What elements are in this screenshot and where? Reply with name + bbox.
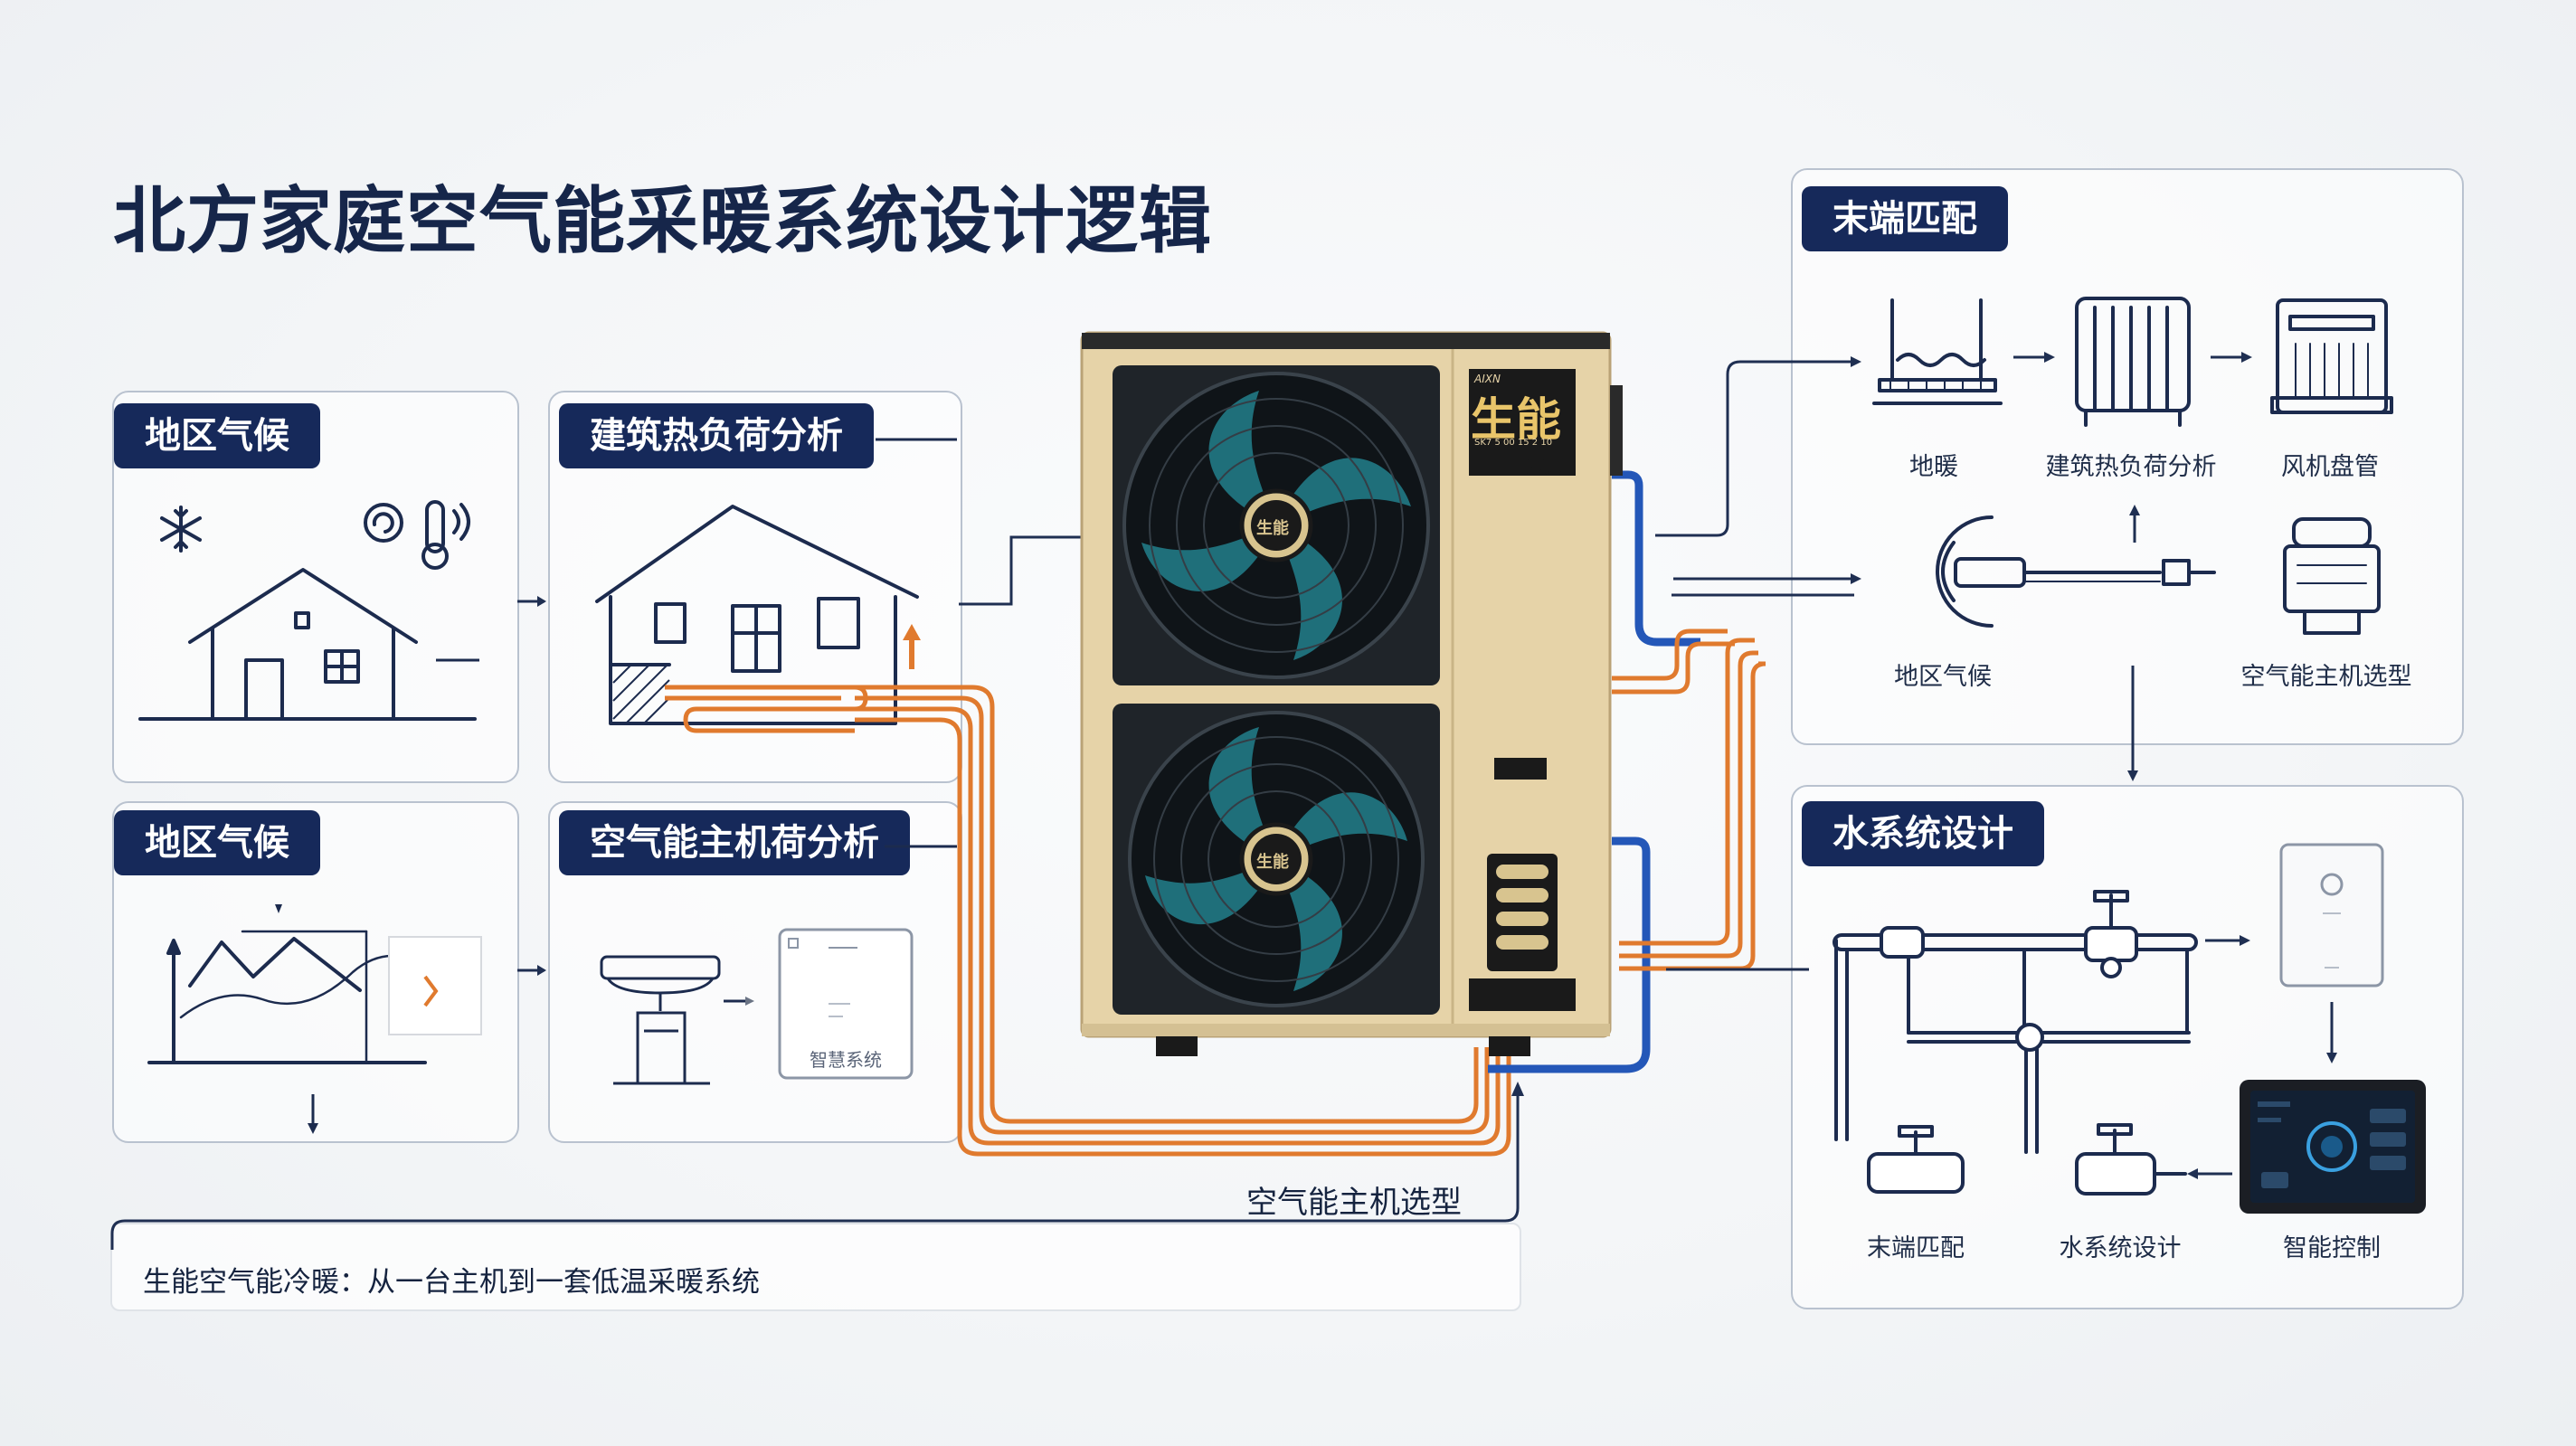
terminal-item-host-selection: 空气能主机选型 xyxy=(2240,663,2412,691)
blue-return-pipes xyxy=(1488,470,1700,1073)
wall-controller-icon xyxy=(2279,843,2384,988)
air-handler-icon xyxy=(1936,515,2216,628)
snowflake-icon xyxy=(160,506,202,553)
water-item-water-system: 水系统设计 xyxy=(2059,1234,2182,1262)
water-piping-illustration xyxy=(1833,890,2198,1196)
arrow-right-icon xyxy=(2211,352,2252,363)
arrow-up-icon xyxy=(2129,505,2140,543)
arrow-right-bottom xyxy=(517,965,546,976)
unit-brand-small: AIXN xyxy=(1474,373,1501,385)
terminal-item-building-load: 建筑热负荷分析 xyxy=(2045,453,2217,481)
floor-hatch-pattern xyxy=(612,664,670,724)
host-selection-arrow-line xyxy=(110,1082,1524,1250)
terrain-chart-illustration xyxy=(147,930,427,1064)
tag-climate-bottom: 地区气候 xyxy=(114,810,320,875)
smart-controller-label: 智慧系统 xyxy=(810,1049,882,1071)
indoor-unit-icon xyxy=(2283,517,2381,635)
smart-control-tablet-icon xyxy=(2240,1080,2426,1214)
thermometer-icon xyxy=(421,500,470,570)
arrow-right-small-icon xyxy=(724,997,754,1006)
floor-heating-icon xyxy=(1872,298,2003,405)
orange-right-pipes xyxy=(1612,628,1766,971)
host-selection-label: 空气能主机选型 xyxy=(1246,1185,1462,1221)
indoor-tank-illustration xyxy=(600,955,721,1085)
fan-top-logo: 生能 xyxy=(1256,519,1289,538)
orange-supply-pipes xyxy=(855,685,1511,1157)
radiator-icon xyxy=(2075,297,2191,427)
tag-water-system: 水系统设计 xyxy=(1802,801,2044,866)
page-title: 北方家庭空气能采暖系统设计逻辑 xyxy=(113,179,1212,263)
fan-top xyxy=(1113,365,1440,685)
connector-unit-terminal xyxy=(1655,356,1861,597)
house-illustration xyxy=(138,568,477,721)
building-section-illustration xyxy=(595,505,919,725)
panel-terminal-matching xyxy=(1791,168,2464,745)
marker-down-icon xyxy=(275,904,282,913)
unit-control-buttons xyxy=(1469,854,1576,1011)
heat-rise-arrow-icon xyxy=(903,624,921,669)
orange-chevron-card xyxy=(388,936,482,1035)
unit-model-text: SK7 5 00 15 2 10 xyxy=(1474,438,1553,448)
fan-coil-icon xyxy=(2270,298,2393,414)
water-item-smart-control: 智能控制 xyxy=(2283,1234,2381,1262)
tag-climate-top: 地区气候 xyxy=(114,403,320,468)
terminal-item-climate: 地区气候 xyxy=(1894,663,1992,691)
unit-brand-main: 生能 xyxy=(1471,393,1561,446)
tag-terminal-matching: 末端匹配 xyxy=(1802,186,2008,251)
footer-bar xyxy=(110,1223,1521,1311)
arrow-right-top xyxy=(517,596,546,607)
tag-host-analysis: 空气能主机荷分析 xyxy=(559,810,910,875)
water-item-terminal: 末端匹配 xyxy=(1867,1234,1965,1262)
smart-controller-device xyxy=(778,928,914,1080)
floor-heating-coil xyxy=(665,685,868,733)
footer-text: 生能空气能冷暖：从一台主机到一套低温采暖系统 xyxy=(143,1266,760,1299)
arrow-right-icon xyxy=(2013,352,2055,363)
fan-bottom-logo: 生能 xyxy=(1256,853,1289,872)
weather-gauge-icon xyxy=(364,503,403,543)
arrow-down-icon xyxy=(2127,666,2138,781)
arrow-down-icon xyxy=(308,1094,318,1134)
arrow-right-icon xyxy=(2205,935,2250,946)
arrow-left-icon xyxy=(2187,1168,2232,1179)
connector-building-unit xyxy=(959,535,1084,606)
terminal-item-fan-coil: 风机盘管 xyxy=(2281,453,2379,481)
terminal-item-floor-heating: 地暖 xyxy=(1909,453,1958,481)
unit-brand-sub: 夏兴 xyxy=(1527,456,1563,477)
arrow-down-icon xyxy=(2326,1002,2337,1063)
fan-bottom xyxy=(1113,704,1440,1015)
unit-brand-panel xyxy=(1469,369,1576,476)
unit-display-slot xyxy=(1494,758,1547,780)
tag-building-load: 建筑热负荷分析 xyxy=(559,403,874,468)
